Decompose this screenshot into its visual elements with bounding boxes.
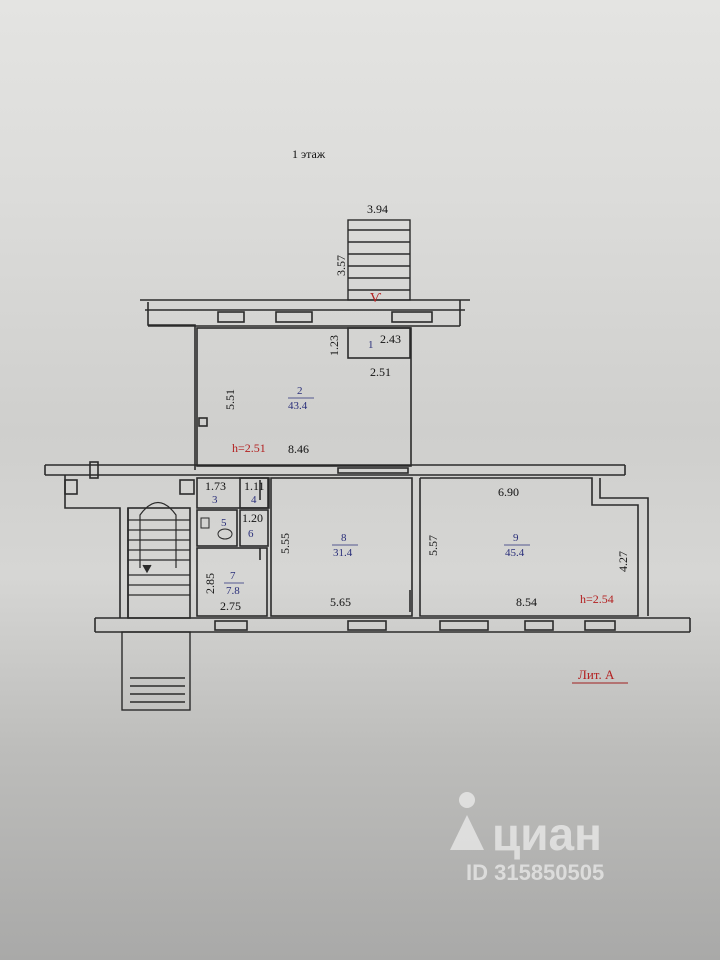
room-1-number: 1 <box>368 339 374 351</box>
watermark-brand: циан <box>492 808 602 860</box>
dim-room3-width: 1.73 <box>205 479 226 493</box>
dim-room7-width: 2.75 <box>220 599 241 613</box>
room-9-ceiling: h=2.54 <box>580 592 614 606</box>
room-2-ceiling: h=2.51 <box>232 441 266 455</box>
dim-vestibule-h: 1.23 <box>327 335 341 356</box>
room-9-number: 9 <box>513 532 519 544</box>
room-7-number: 7 <box>230 570 236 582</box>
dim-room8-width: 5.65 <box>330 595 351 609</box>
dim-porch-depth: 3.57 <box>334 255 348 276</box>
bottom-porch-stairs <box>121 631 191 711</box>
room-8-number: 8 <box>341 532 347 544</box>
walls <box>44 299 691 633</box>
room-3-number: 3 <box>212 494 218 506</box>
room-6-number: 6 <box>248 528 254 540</box>
room-5-number: 5 <box>221 517 227 529</box>
cian-logo-icon <box>450 792 484 850</box>
dim-room7-height: 2.85 <box>203 573 217 594</box>
liter-label: Лит. А <box>578 667 615 682</box>
room-9-area: 45.4 <box>505 547 525 559</box>
dim-vestibule-bottom: 2.51 <box>370 365 391 379</box>
dim-room8-height: 5.55 <box>278 533 292 554</box>
dim-room2-height: 5.51 <box>223 389 237 410</box>
dim-porch-width: 3.94 <box>367 202 388 216</box>
room-2-number: 2 <box>297 385 303 397</box>
dim-room9-top: 6.90 <box>498 485 519 499</box>
watermark-id: ID 315850505 <box>466 860 604 885</box>
dim-room9-left: 5.57 <box>426 535 440 556</box>
dim-vestibule-w: 2.43 <box>380 332 401 346</box>
entry-mark: Ѵ <box>370 291 382 306</box>
room-2-area: 43.4 <box>288 400 308 412</box>
dim-room6-width: 1.20 <box>242 511 263 525</box>
watermark: циан ID 315850505 <box>450 792 604 885</box>
room-8-area: 31.4 <box>333 547 353 559</box>
toilet-icon <box>200 517 233 540</box>
dim-room9-width: 8.54 <box>516 595 537 609</box>
interior-stairs <box>128 501 190 596</box>
room-4-number: 4 <box>251 494 257 506</box>
dim-room4-width: 1.11 <box>244 479 265 493</box>
room-7-area: 7.8 <box>226 585 240 597</box>
floor-title: 1 этаж <box>292 147 326 161</box>
dim-room2-width: 8.46 <box>288 442 309 456</box>
dim-room9-right: 4.27 <box>616 551 630 572</box>
porch-stairs <box>347 219 411 301</box>
